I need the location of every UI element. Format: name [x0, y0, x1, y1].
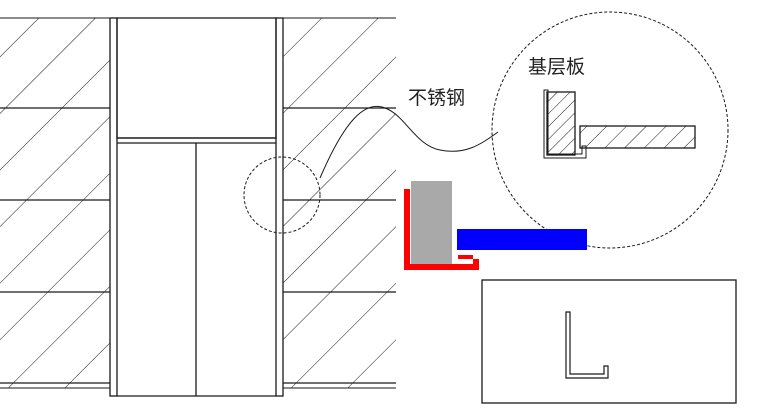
left-wall-panels — [0, 17, 110, 389]
door-frame — [109, 17, 284, 397]
colored-section — [404, 181, 587, 270]
l-profile-icon — [565, 311, 609, 379]
detail-base-board-section — [579, 125, 696, 149]
wall-elevation — [0, 17, 396, 397]
profile-panel-frame — [481, 279, 737, 404]
enlarged-detail — [491, 11, 729, 249]
stainless-steel-label: 不锈钢 — [408, 87, 465, 109]
base-board-label: 基层板 — [528, 56, 585, 78]
right-wall-panels — [282, 17, 396, 389]
base-board-block — [457, 229, 587, 250]
detail-stone-section — [546, 91, 576, 156]
enlarged-detail-circle — [491, 11, 729, 249]
stone-panel-block — [411, 181, 452, 266]
detail-callout-circle — [243, 156, 321, 234]
leader-line — [319, 105, 499, 179]
profile-icon-panel — [481, 279, 737, 404]
